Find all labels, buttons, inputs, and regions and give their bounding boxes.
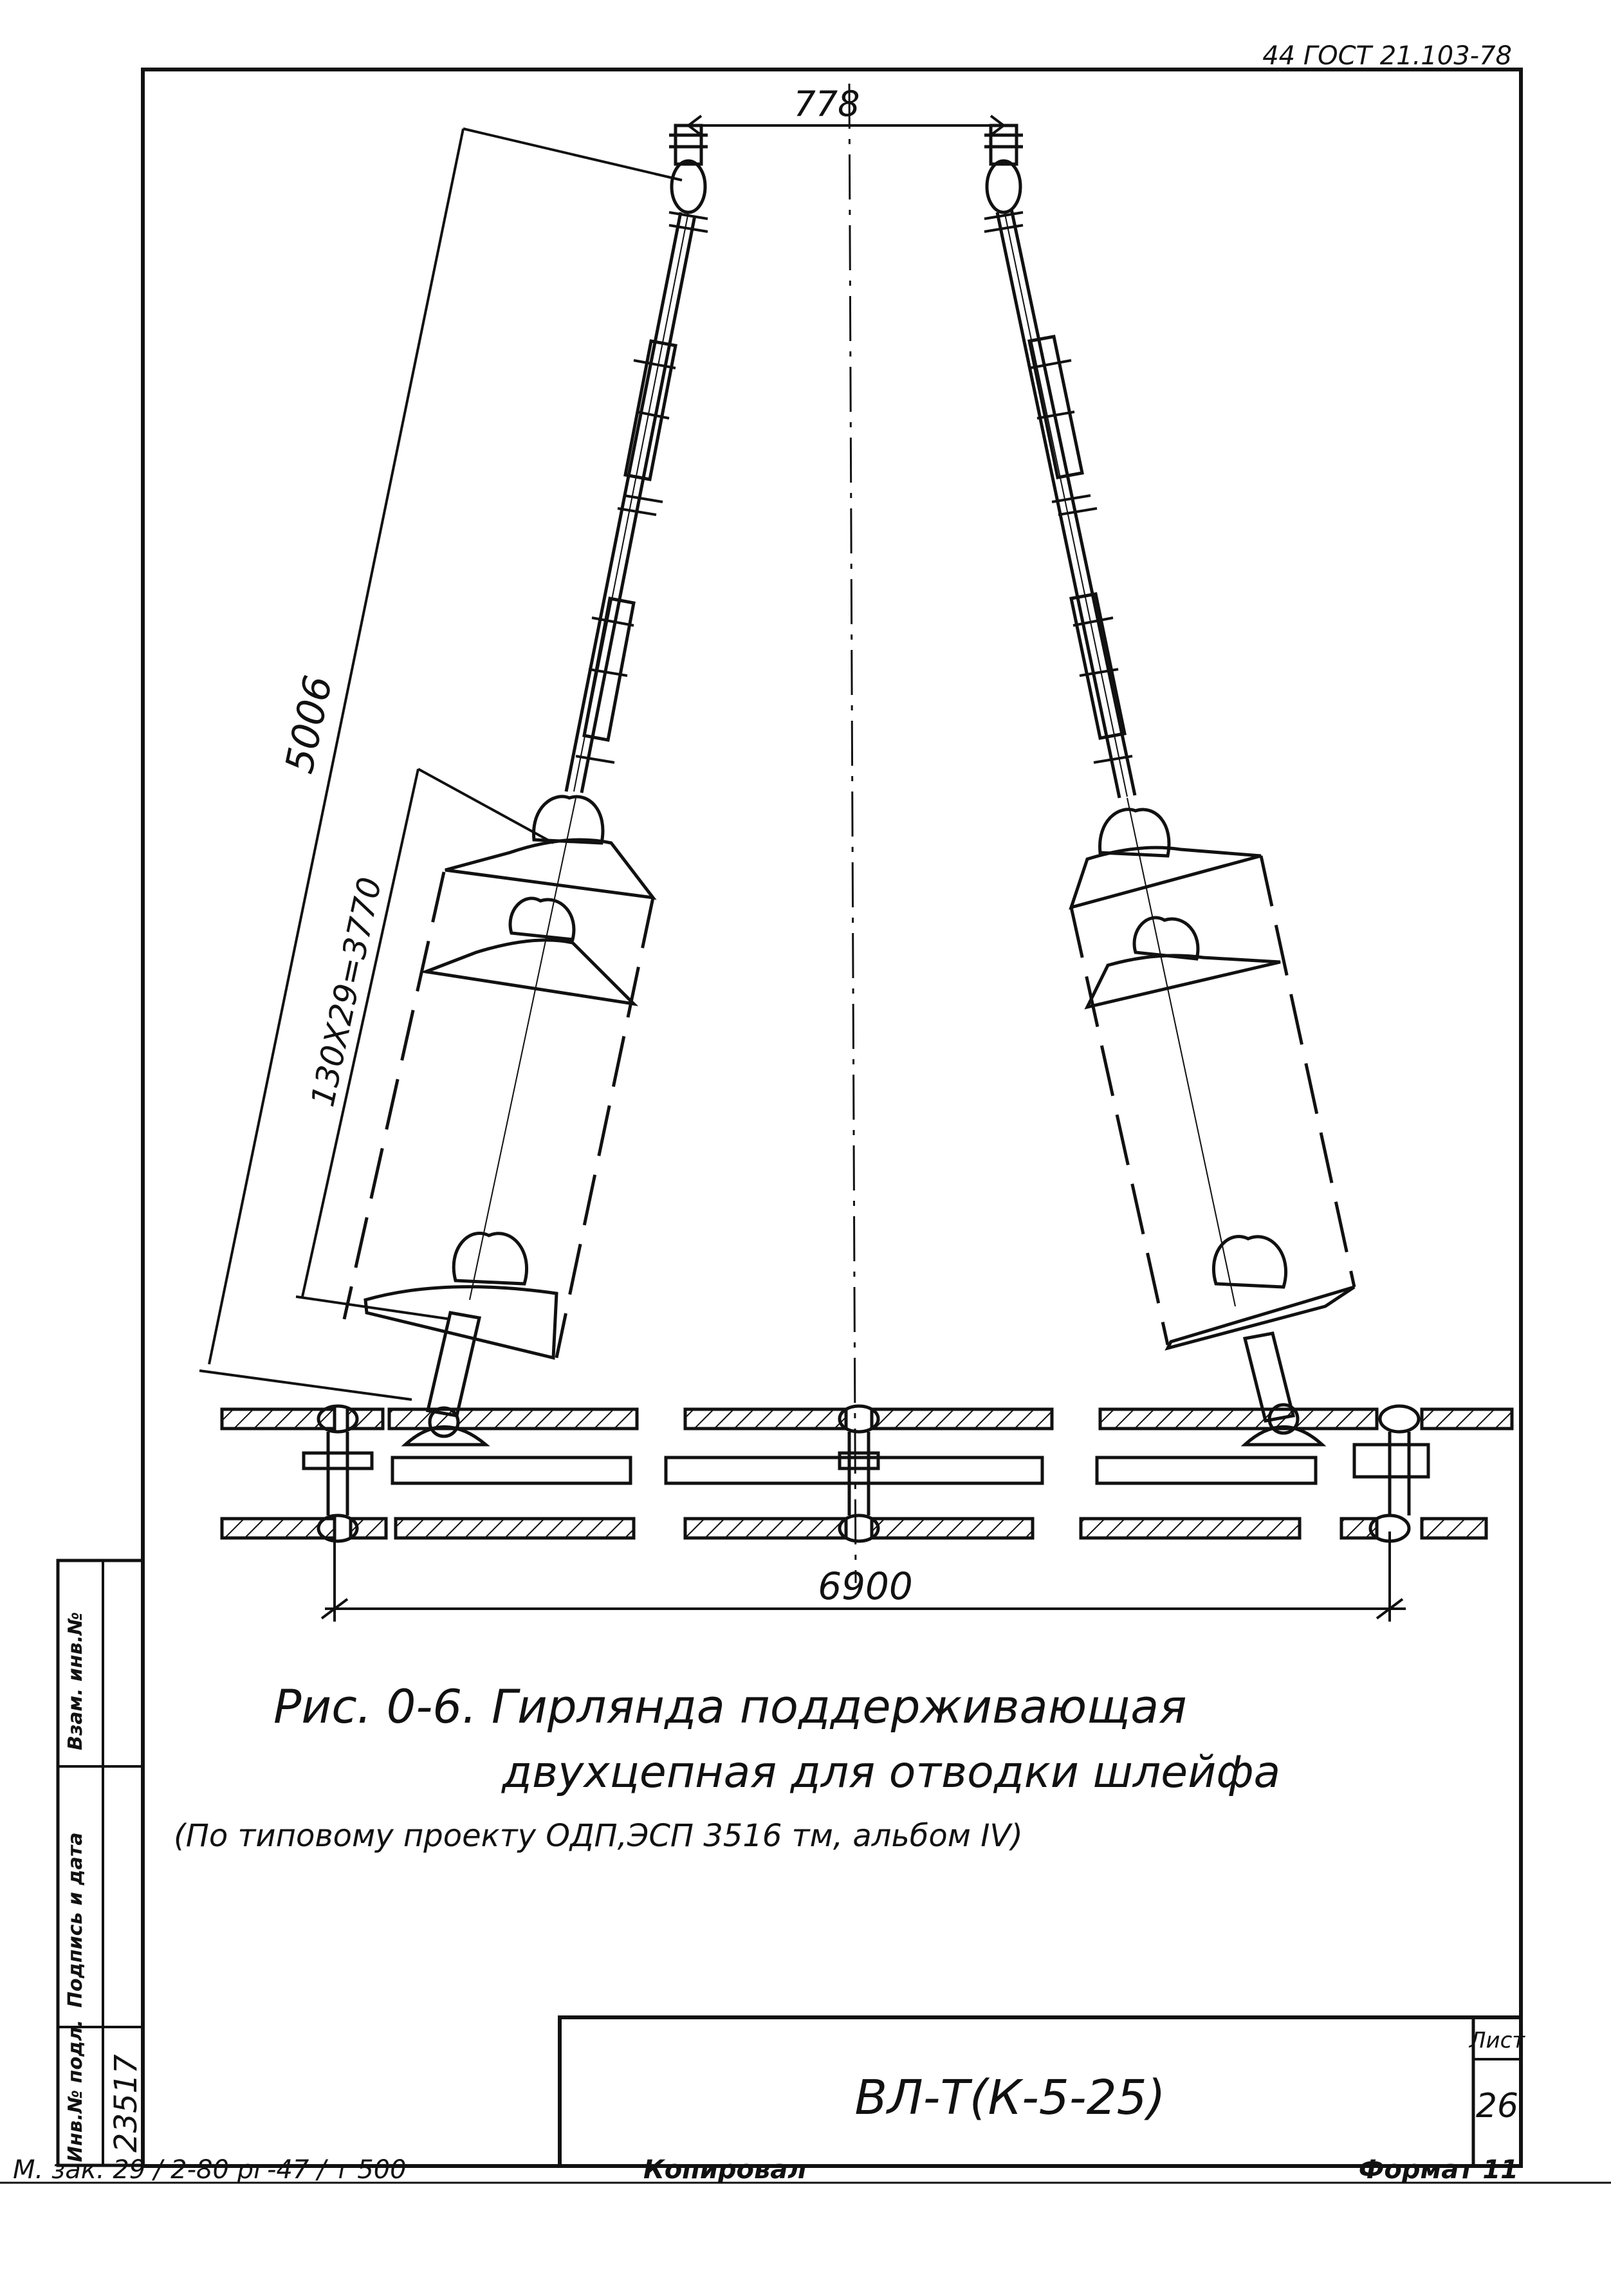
right-insulator-string	[984, 124, 1356, 1447]
side-inv-podl-label: Инв.№ подл.	[64, 2019, 87, 2162]
footer-format: Формат 11	[1359, 2155, 1518, 2185]
caption-line-2: двухцепная для отводки шлейфа	[502, 1747, 1281, 1798]
title-designation: ВЛ-Т(К-5-25)	[854, 2070, 1165, 2125]
dimension-lines	[199, 115, 1406, 1622]
center-axis	[848, 83, 857, 1584]
doc-code: 44 ГОСТ 21.103-78	[1262, 41, 1512, 71]
side-vzam-label: Взам. инв.№	[64, 1611, 87, 1750]
traverse-beams	[220, 1404, 1514, 1543]
dim-span: 6900	[818, 1564, 913, 1608]
title-block	[558, 2015, 1523, 2168]
caption-line-3: (По типовому проекту ОДП,ЭСП 3516 тм, ал…	[174, 1818, 1023, 1854]
side-strip-frame	[56, 1559, 145, 2167]
footer-order: М. зак. 29 / 2-80 рг-47 / т 500	[13, 2155, 407, 2185]
dim-insulators: 130Х29=3770	[304, 874, 389, 1110]
dim-top-spacing: 778	[793, 84, 860, 124]
sheet-label: Лист	[1468, 2028, 1525, 2053]
caption-line-1: Рис. 0-6. Гирлянда поддерживающая	[273, 1680, 1187, 1734]
side-inv-podl-value: 23517	[108, 2054, 144, 2152]
dim-string-length: 5006	[277, 672, 341, 777]
footer-copied: Копировал	[643, 2155, 807, 2185]
left-insulator-string	[342, 124, 708, 1447]
side-signature-label: Подпись и дата	[64, 1832, 87, 2008]
sheet-number: 26	[1476, 2087, 1518, 2125]
